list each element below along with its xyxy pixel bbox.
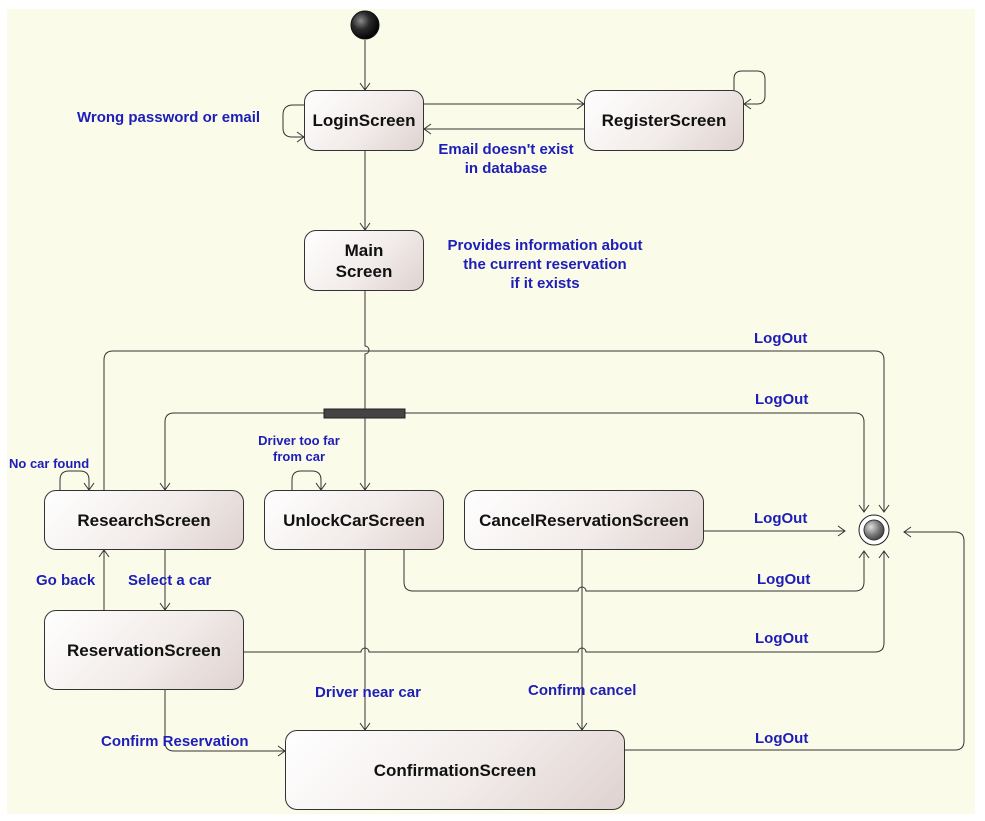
wrong-password-label: Wrong password or email (77, 109, 261, 126)
confirmation-screen-state: ConfirmationScreen (285, 730, 625, 810)
driver-too-far-line2: from car (272, 449, 326, 464)
email-not-exist-line1: Email doesn't exist (438, 141, 574, 158)
reservation-to-confirmation-edge (164, 690, 285, 752)
confirmation-screen-label: ConfirmationScreen (373, 760, 537, 780)
reservation-screen-state: ReservationScreen (44, 610, 244, 690)
final-node-inner (863, 519, 885, 541)
confirm-reservation-label: Confirm Reservation (101, 733, 249, 750)
main-screen-note-line3: if it exists (510, 275, 580, 292)
research-screen-label: ResearchScreen (77, 510, 211, 530)
email-not-exist-label: Email doesn't exist in database (430, 140, 582, 178)
cancel-reservation-screen-label: CancelReservationScreen (479, 510, 689, 530)
unlock-car-screen-label: UnlockCarScreen (283, 510, 425, 530)
research-screen-state: ResearchScreen (44, 490, 244, 550)
main-screen-note: Provides information about the current r… (435, 236, 655, 293)
login-screen-state: LoginScreen (304, 90, 424, 151)
select-a-car-label: Select a car (128, 572, 212, 589)
main-screen-note-line2: the current reservation (463, 256, 627, 273)
main-screen-label-line2: Screen (335, 261, 393, 281)
confirm-cancel-label: Confirm cancel (528, 682, 637, 699)
unlock-self-loop (291, 470, 322, 490)
fork-to-research-edge (164, 412, 324, 490)
driver-too-far-line1: Driver too far (258, 433, 340, 448)
register-screen-state: RegisterScreen (584, 90, 744, 151)
logout-label-fork: LogOut (755, 391, 809, 408)
main-to-fork-edge (364, 291, 370, 409)
login-self-loop (282, 104, 304, 138)
main-screen-label-line1: Main (344, 240, 384, 260)
driver-too-far-label: Driver too far from car (244, 433, 354, 465)
go-back-label: Go back (36, 572, 96, 589)
reservation-screen-label: ReservationScreen (66, 640, 222, 660)
logout-label-cancel: LogOut (754, 510, 808, 527)
register-self-loop (733, 70, 766, 105)
logout-label-unlock: LogOut (757, 571, 811, 588)
driver-near-car-label: Driver near car (315, 684, 421, 701)
main-screen-note-line1: Provides information about (447, 237, 643, 254)
fork-bar (323, 408, 406, 419)
unlock-car-screen-state: UnlockCarScreen (264, 490, 444, 550)
cancel-reservation-screen-state: CancelReservationScreen (464, 490, 704, 550)
fork-logout-edge (405, 412, 865, 512)
logout-label-research: LogOut (754, 330, 808, 347)
confirmation-logout-edge (625, 531, 965, 751)
logout-label-reservation: LogOut (755, 630, 809, 647)
register-screen-label: RegisterScreen (601, 111, 727, 130)
email-not-exist-line2: in database (464, 160, 548, 177)
research-logout-edge (103, 350, 885, 512)
login-screen-label: LoginScreen (312, 111, 416, 130)
research-self-loop (59, 470, 90, 490)
logout-label-confirmation: LogOut (755, 730, 809, 747)
initial-node (350, 10, 380, 40)
main-screen-state: Main Screen (304, 230, 424, 291)
no-car-found-label: No car found (9, 456, 90, 471)
